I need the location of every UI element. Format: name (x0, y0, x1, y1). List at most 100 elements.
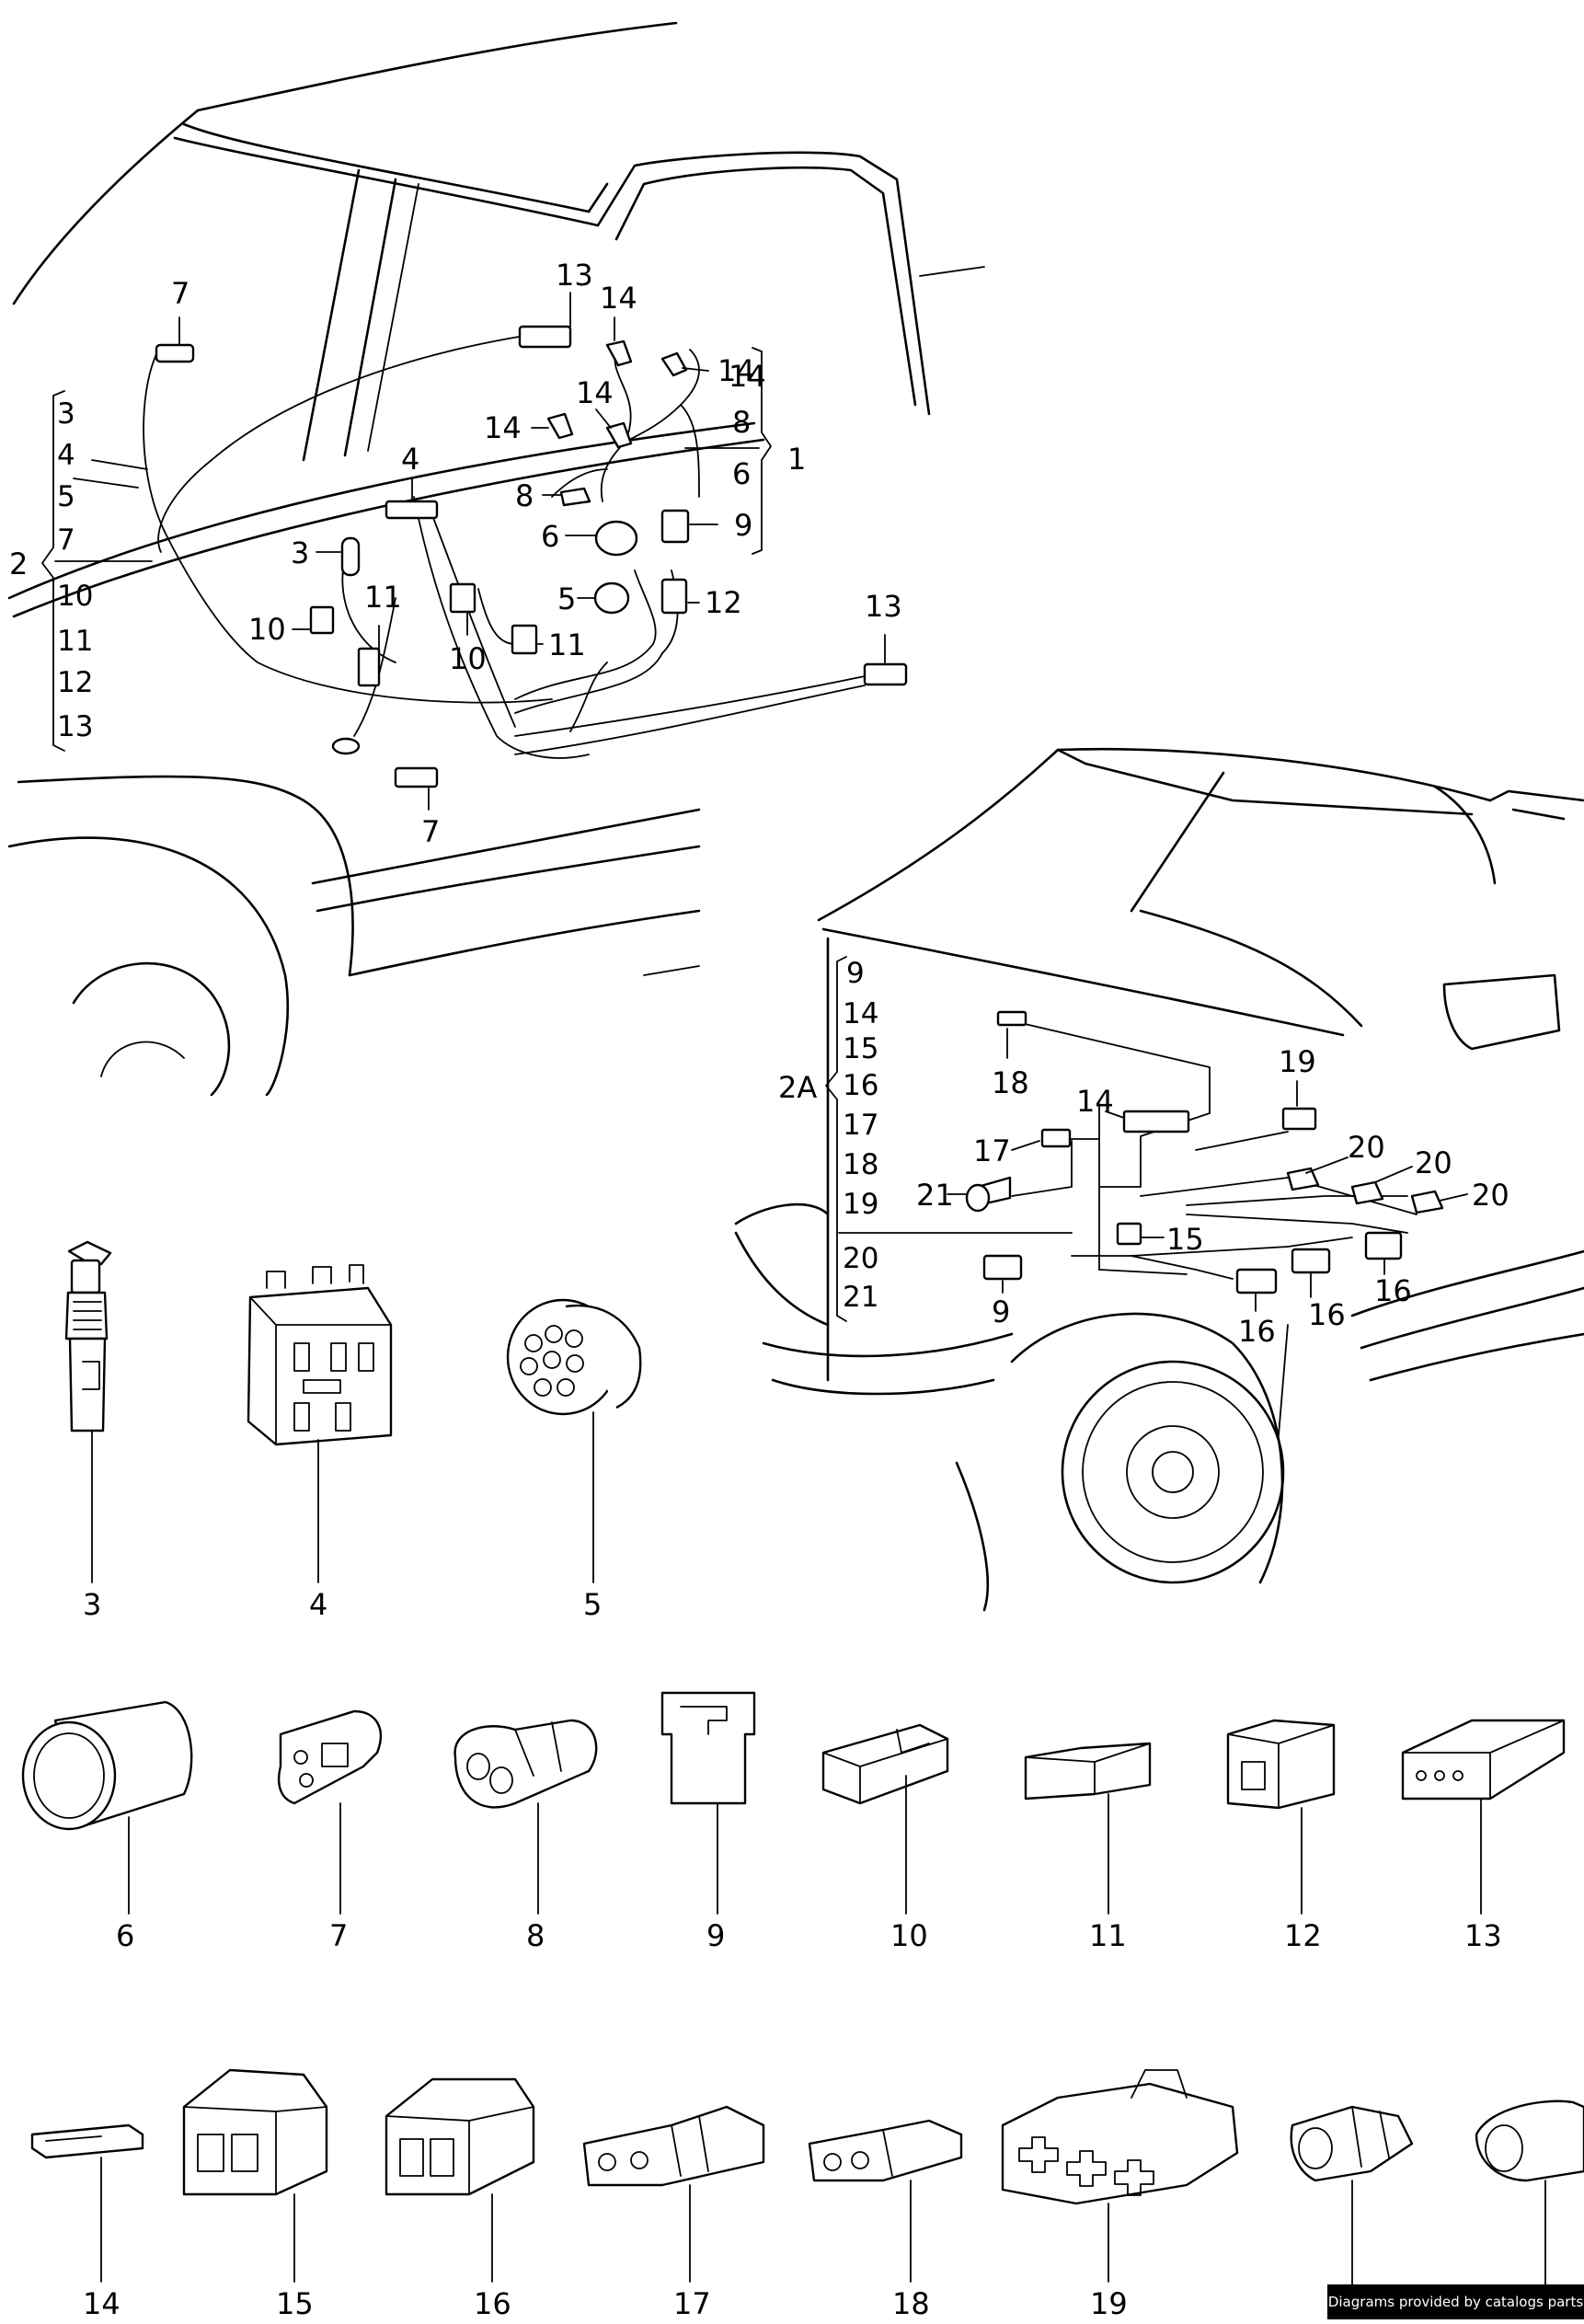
wiring-harness-2 (143, 335, 866, 759)
bracket-2: 2 3 4 5 7 10 11 12 13 (9, 390, 153, 752)
part-label-11: 11 (1089, 1918, 1127, 1953)
top-leaders (178, 292, 886, 811)
part-18 (808, 2119, 963, 2283)
callout-9-front: 9 (992, 1294, 1010, 1329)
callout-3-top: 3 (291, 535, 309, 570)
part-20-unlabeled (1290, 2105, 1414, 2301)
part-label-12: 12 (1284, 1918, 1322, 1953)
callout-8-top: 8 (515, 478, 534, 513)
bracket-1-label: 1 (787, 442, 806, 477)
part-19 (1001, 2069, 1239, 2283)
part-8 (453, 1719, 598, 1915)
wiring-harness-2a (1011, 1022, 1418, 1280)
part-15 (182, 2068, 328, 2283)
callout-20c-front: 20 (1472, 1178, 1509, 1213)
callout-12-top: 12 (705, 585, 742, 620)
bracket-2-item-10: 10 (57, 580, 93, 613)
part-13 (1401, 1719, 1566, 1915)
part-label-16: 16 (474, 2286, 511, 2319)
part-label-10: 10 (890, 1918, 928, 1953)
bracket-1-item-14: 14 (729, 359, 766, 394)
callout-20a-front: 20 (1348, 1130, 1385, 1165)
part-label-13: 13 (1464, 1918, 1502, 1953)
bracket-2-item-5: 5 (57, 480, 75, 513)
bracket-2a-item-16: 16 (843, 1069, 878, 1102)
parts-row1-labels: 3 4 5 (83, 1587, 602, 1622)
part-10 (821, 1723, 949, 1915)
callout-7-bottom: 7 (421, 814, 440, 849)
part-17 (582, 2105, 765, 2283)
part-14 (30, 2123, 144, 2283)
callout-14c: 14 (576, 375, 614, 410)
part-label-9: 9 (706, 1918, 725, 1953)
part-11 (1024, 1742, 1152, 1915)
part-label-8: 8 (526, 1918, 545, 1953)
callout-4-top: 4 (401, 442, 419, 477)
bracket-2a-item-14: 14 (843, 997, 878, 1030)
part-label-4: 4 (309, 1587, 327, 1622)
parts-row3-labels: 14 15 16 17 18 19 (83, 2286, 1128, 2321)
bracket-2a-item-15: 15 (843, 1032, 878, 1065)
callout-18-front: 18 (992, 1065, 1029, 1100)
callout-15-front: 15 (1166, 1222, 1204, 1257)
bracket-2a-item-18: 18 (843, 1148, 878, 1181)
callout-6-top: 6 (541, 519, 559, 554)
part-6 (21, 1700, 193, 1915)
bracket-2a-label: 2A (778, 1070, 817, 1105)
parts-row2-labels: 6 7 8 9 10 11 12 13 (116, 1918, 1502, 1953)
bracket-1: 14 8 6 1 (684, 347, 806, 555)
part-label-14: 14 (83, 2286, 121, 2319)
callout-13-top: 13 (556, 258, 593, 293)
bracket-2a-item-20: 20 (843, 1242, 878, 1275)
part-12 (1226, 1719, 1336, 1915)
part-21-unlabeled (1475, 2100, 1584, 2292)
bracket-2a-item-9: 9 (846, 957, 865, 990)
part-label-18: 18 (892, 2286, 930, 2319)
callout-16a-front: 16 (1238, 1314, 1276, 1349)
bracket-2a-item-17: 17 (843, 1109, 878, 1142)
part-16 (385, 2077, 535, 2283)
bracket-2a-item-21: 21 (843, 1281, 878, 1314)
callout-5-top: 5 (557, 581, 576, 616)
callout-10b: 10 (449, 641, 487, 676)
credit-banner: Diagrams provided by catalogs parts (1327, 2284, 1584, 2319)
callout-16c-front: 16 (1374, 1273, 1412, 1308)
part-5 (506, 1298, 642, 1583)
part-label-7: 7 (329, 1918, 348, 1953)
callout-16b-front: 16 (1308, 1297, 1346, 1332)
top-callouts: 7 13 14 14 14 14 4 3 8 6 9 5 12 11 10 10… (171, 258, 902, 849)
top-harness-parts (155, 325, 908, 788)
bracket-2-label: 2 (9, 546, 28, 581)
callout-21-front: 21 (916, 1178, 954, 1213)
front-callouts: 18 19 14 17 21 20 20 20 15 9 16 16 16 (916, 1044, 1509, 1349)
bracket-2-item-7: 7 (57, 523, 75, 557)
part-4 (247, 1264, 393, 1583)
bracket-2a: 2A 9 14 15 16 17 18 19 20 21 (778, 956, 1073, 1322)
front-harness-parts (965, 1010, 1444, 1294)
part-label-5: 5 (583, 1587, 602, 1622)
callout-9-top: 9 (734, 508, 752, 543)
part-9 (660, 1691, 756, 1915)
bracket-2a-item-19: 19 (843, 1188, 878, 1221)
bracket-2-item-12: 12 (57, 666, 93, 699)
callout-14-front: 14 (1076, 1084, 1114, 1119)
part-label-3: 3 (83, 1587, 101, 1622)
callout-17-front: 17 (973, 1133, 1011, 1168)
bracket-2-item-3: 3 (57, 397, 75, 431)
callout-20b-front: 20 (1415, 1145, 1452, 1180)
bracket-2-item-13: 13 (57, 710, 93, 743)
callout-19-front: 19 (1279, 1044, 1316, 1079)
callout-11a: 11 (364, 580, 402, 615)
front-car-outline (734, 747, 1584, 1612)
callout-11b: 11 (548, 627, 586, 662)
part-label-17: 17 (673, 2286, 711, 2319)
bracket-1-item-8: 8 (732, 405, 751, 440)
bracket-2-item-11: 11 (57, 625, 93, 658)
rear-car-outline (7, 21, 985, 1097)
bracket-2-item-4: 4 (57, 439, 75, 472)
callout-14d: 14 (484, 410, 522, 445)
part-7 (277, 1709, 382, 1915)
part-label-15: 15 (276, 2286, 314, 2319)
